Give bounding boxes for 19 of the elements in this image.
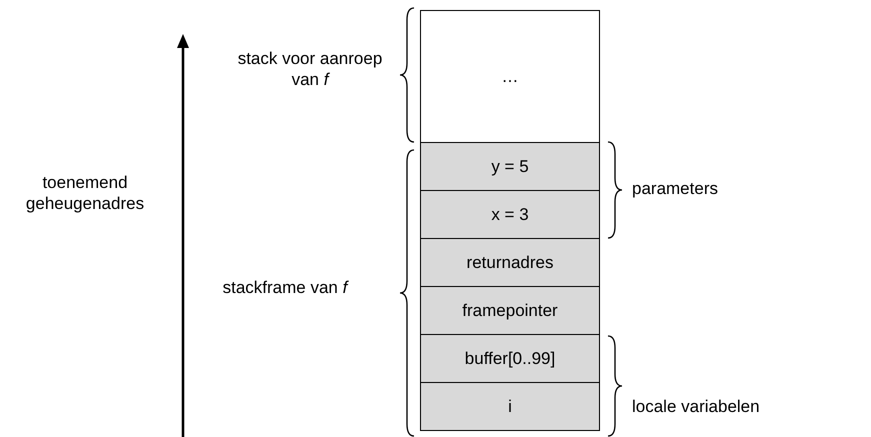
cell-text: framepointer — [462, 300, 558, 320]
cell-text: y = 5 — [491, 156, 529, 176]
annotation-label: parameters — [632, 178, 719, 199]
stack-cell — [420, 286, 600, 335]
annotation-label: stackframe van f — [222, 277, 350, 298]
cell-text: buffer[0..99] — [464, 348, 556, 368]
cell-text: returnadres — [466, 252, 554, 272]
stack-cell — [420, 190, 600, 239]
annotation-label: locale variabelen — [632, 396, 761, 417]
stack-cell — [420, 334, 600, 383]
annotation-label: stack voor aanroep van f — [236, 48, 384, 90]
stack-cell — [420, 142, 600, 191]
stack-cell — [420, 238, 600, 287]
cell-text: i — [508, 396, 512, 416]
cell-text: x = 3 — [491, 204, 529, 224]
cell-text: … — [502, 66, 518, 86]
stack-cell — [420, 382, 600, 431]
annotation-label: toenemend geheugenadres — [24, 172, 146, 214]
stack-cell — [420, 10, 600, 143]
